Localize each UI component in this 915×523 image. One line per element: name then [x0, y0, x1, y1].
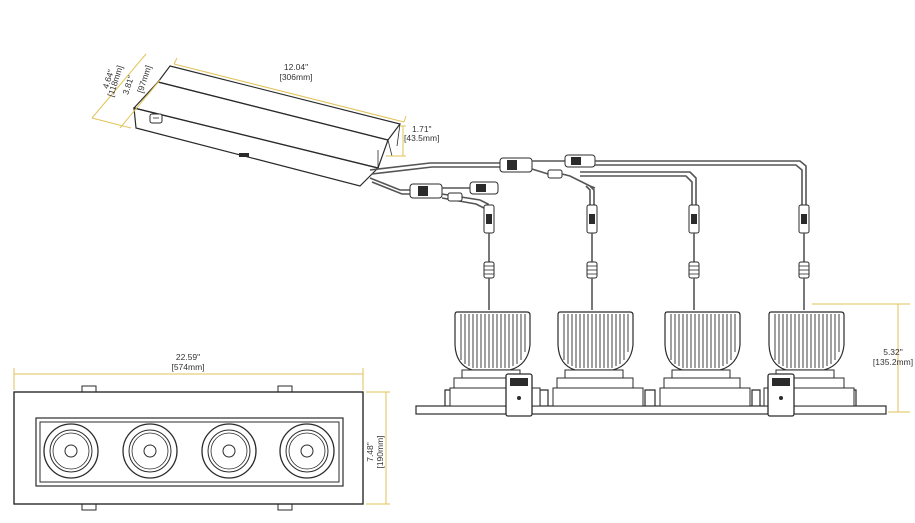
fixture-height-dimension — [812, 303, 910, 413]
wiring-harness — [369, 154, 807, 209]
fixture-heatsink-3 — [659, 311, 751, 407]
driver-height-in: 1.71" — [412, 124, 432, 134]
fixture-lead-2 — [586, 204, 598, 310]
trim-bottom-view — [13, 385, 364, 511]
trim-lens-1 — [43, 423, 99, 479]
driver-dimension-lines — [91, 53, 407, 157]
driver-length-in: 12.04" — [284, 62, 308, 72]
fixture-heatsink-2 — [552, 311, 644, 407]
trim-lens-3 — [201, 423, 257, 479]
fixture-heatsink-4 — [763, 311, 855, 417]
driver-depth-in: 3.81" — [120, 74, 136, 96]
trim-lens-2 — [122, 423, 178, 479]
fixture-height-mm: [135.2mm] — [873, 357, 913, 367]
fixture-height-in: 5.32" — [883, 347, 903, 357]
driver-height-mm: [43.5mm] — [404, 133, 439, 143]
fixture-lead-1 — [483, 204, 495, 310]
led-driver — [132, 65, 402, 187]
trim-length-in: 22.59" — [176, 352, 200, 362]
driver-knob-icon — [149, 113, 163, 124]
fixture-side-view — [415, 311, 887, 417]
fixture-lead-3 — [688, 204, 700, 310]
trim-width-in: 7.48" — [365, 442, 375, 462]
trim-length-mm: [574mm] — [171, 362, 204, 372]
fixture-leads — [483, 204, 810, 310]
trim-lens-4 — [279, 423, 335, 479]
fixture-heatsink-1 — [449, 311, 541, 417]
trim-width-mm: [190mm] — [375, 435, 385, 468]
driver-length-mm: [306mm] — [279, 72, 312, 82]
trim-dimension-lines — [13, 368, 390, 505]
fixture-lead-4 — [798, 204, 810, 310]
